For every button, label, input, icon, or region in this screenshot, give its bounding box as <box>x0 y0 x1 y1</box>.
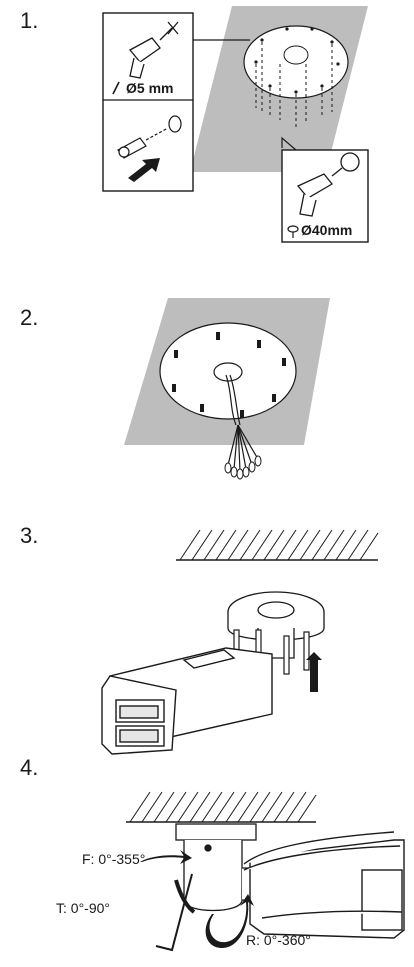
camera-mount-bracket <box>175 823 257 912</box>
tilt-range-label: T: 0°-90° <box>56 900 110 916</box>
pan-arrow-icon <box>140 850 192 864</box>
cable-bundle <box>225 374 259 472</box>
hole-saw-size-label: Ø40mm <box>301 222 353 238</box>
hole-saw-bit-icon <box>287 225 299 238</box>
drill-icon <box>128 21 179 79</box>
wall-anchor-icon <box>117 115 182 159</box>
tilt-arrow-icon <box>174 879 196 914</box>
bullet-camera <box>101 647 273 755</box>
drill-bit-size-label: Ø5 mm <box>126 80 174 96</box>
step-2-number: 2. <box>20 305 39 330</box>
step-3-number: 3. <box>20 523 39 548</box>
step-1-number: 1. <box>20 8 39 33</box>
rotate-arrow-icon <box>205 894 254 948</box>
step-4-number: 4. <box>20 755 39 780</box>
bullet-camera-side <box>243 831 405 939</box>
hole-saw-icon <box>296 152 360 217</box>
rotate-range-label: R: 0°-360° <box>246 932 311 948</box>
push-arrow-icon <box>128 158 160 182</box>
pan-range-label: F: 0°-355° <box>82 851 146 867</box>
up-arrow-icon <box>306 652 322 692</box>
